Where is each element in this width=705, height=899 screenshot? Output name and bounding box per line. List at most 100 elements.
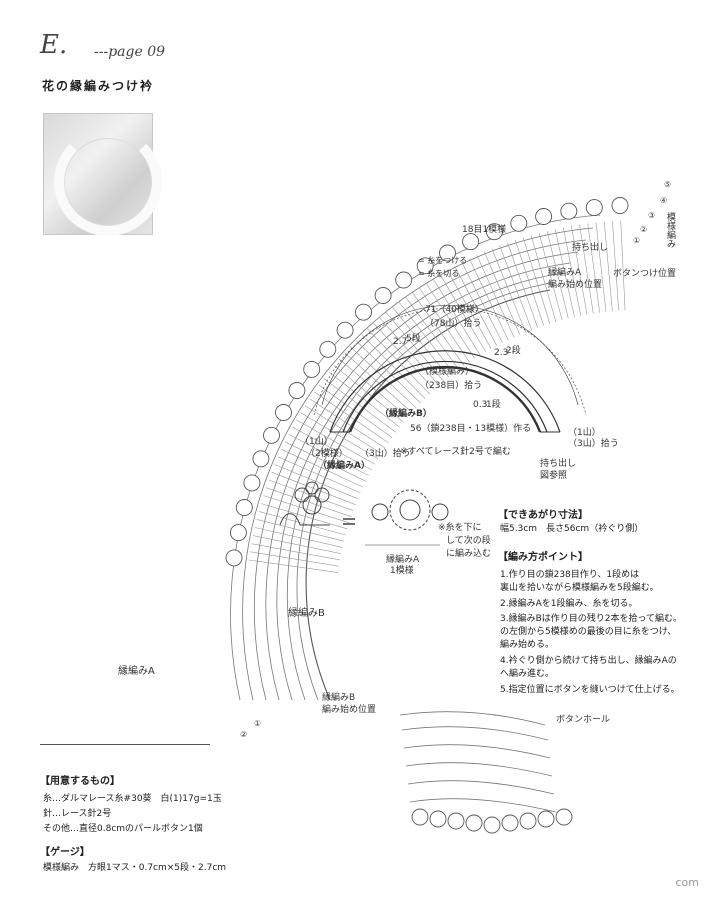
points-line-8: へ編み進む。 bbox=[500, 669, 555, 679]
stitch-tick bbox=[469, 258, 509, 341]
row-2-marker-bottom: ② bbox=[240, 730, 248, 739]
stitch-tick bbox=[461, 262, 503, 343]
stitch-tick bbox=[253, 535, 342, 554]
edging-petal bbox=[243, 474, 261, 492]
schematic-right-dim: 2.3 bbox=[494, 348, 509, 358]
stitch-tick bbox=[333, 365, 404, 423]
section-letter: E. bbox=[40, 30, 68, 60]
pattern-stitch-label: 模様編み bbox=[665, 212, 675, 248]
stitch-tick bbox=[439, 274, 486, 353]
schematic-pickup-top: （78山）拾う bbox=[425, 319, 482, 329]
stitch-tick bbox=[304, 405, 382, 454]
stitch-tick bbox=[367, 328, 430, 395]
page-reference: ---page 09 bbox=[94, 44, 166, 60]
schematic-left-rows: 5段 bbox=[406, 334, 421, 344]
section-divider bbox=[40, 744, 210, 745]
motif-note-1: ※糸を下に bbox=[438, 523, 482, 533]
stitch-tick bbox=[261, 503, 348, 530]
stitch-tick bbox=[563, 227, 582, 316]
stitch-tick bbox=[266, 487, 352, 517]
points-line-5: の左側から5模様めの最後の目に糸をつけ、 bbox=[500, 627, 677, 637]
page-title: 花の縁編みつけ衿 bbox=[42, 79, 155, 93]
edging-petal bbox=[229, 524, 247, 542]
schematic-right-mochidashi: 持ち出し bbox=[540, 459, 577, 469]
stitch-tick bbox=[251, 543, 341, 561]
schematic-edge-b: （縁編みB） bbox=[380, 409, 432, 419]
row-1-marker-bottom: ① bbox=[254, 719, 262, 728]
legend-cut-yarn: = 糸を切る bbox=[418, 269, 460, 278]
buttonhole-label: ボタンホール bbox=[556, 715, 611, 725]
stitch-tick bbox=[522, 237, 551, 324]
points-line-3: 2.縁編みAを1段編み、糸を切る。 bbox=[500, 599, 638, 609]
stitch-tick bbox=[405, 296, 460, 370]
edge-a-start-label-1: 縁編みA bbox=[548, 268, 582, 278]
schematic-right-rows: 2段 bbox=[506, 346, 521, 356]
materials-yarn: 糸…ダルマレース糸#30葵 白(1)17g=1玉 bbox=[43, 794, 222, 804]
stitch-tick bbox=[595, 222, 607, 312]
stitch-tick bbox=[484, 251, 521, 335]
stitch-tick bbox=[379, 317, 440, 386]
row-4-marker: ④ bbox=[660, 196, 668, 205]
stitch-tick bbox=[271, 471, 356, 505]
motif-caption-1: 縁編みA bbox=[386, 555, 420, 565]
stitch-tick bbox=[491, 248, 526, 333]
row-2-marker: ② bbox=[640, 225, 648, 234]
collar-photo bbox=[43, 113, 162, 236]
stitch-tick bbox=[361, 334, 426, 399]
schematic-left-1yama: （1山） bbox=[300, 437, 333, 447]
schematic-small-dim: 0.3 bbox=[473, 400, 488, 410]
schematic-band-pattern: （模様編み） bbox=[420, 367, 475, 377]
stitch-tick bbox=[579, 224, 594, 314]
schematic-right-figref: 図参照 bbox=[540, 471, 568, 481]
stitch-tick bbox=[499, 245, 532, 331]
row-5-marker: ⑤ bbox=[664, 180, 672, 189]
legend-attach-yarn: = 糸をつける bbox=[418, 256, 468, 265]
stitch-tick bbox=[587, 223, 600, 313]
button-position-label: ボタンつけ位置 bbox=[613, 269, 677, 279]
stitch-tick bbox=[546, 231, 569, 319]
stitch-tick bbox=[530, 235, 557, 322]
points-line-9: 5.指定位置にボタンを縫いつけて仕上げる。 bbox=[500, 685, 680, 695]
schematic-right-1yama: （1山） bbox=[568, 428, 601, 438]
schematic-left-3yama: （3山）拾う bbox=[360, 449, 411, 459]
schematic-right-3yama: （3山）拾う bbox=[568, 439, 619, 449]
stitch-tick bbox=[288, 434, 369, 476]
stitch-tick bbox=[274, 464, 359, 500]
edging-petal bbox=[560, 202, 578, 220]
edging-petal bbox=[336, 321, 354, 339]
edging-petal bbox=[319, 340, 337, 358]
row-1-marker: ① bbox=[633, 236, 641, 245]
edging-petal bbox=[355, 303, 372, 321]
stitch-tick bbox=[392, 307, 450, 378]
stitch-tick bbox=[256, 519, 345, 542]
edging-petal bbox=[485, 223, 503, 241]
edge-b-start-label-2: 編み始め位置 bbox=[322, 705, 377, 715]
stitch-tick bbox=[250, 551, 339, 567]
edging-petal bbox=[465, 814, 483, 832]
stitch-tick bbox=[281, 449, 364, 488]
edging-petal bbox=[611, 197, 629, 214]
stitch-tick bbox=[571, 225, 588, 315]
gauge-heading: 【ゲージ】 bbox=[40, 847, 90, 858]
edging-petal bbox=[429, 810, 447, 828]
schematic-left-dim: 2.7 bbox=[393, 337, 408, 347]
stitch-tick bbox=[313, 391, 389, 443]
stitch-tick bbox=[620, 220, 626, 311]
stitch-tick bbox=[432, 278, 481, 356]
edge-a-start-label-2: 編み始め位置 bbox=[548, 280, 603, 290]
edging-petal bbox=[439, 244, 456, 262]
edging-petal bbox=[225, 549, 243, 567]
stitch-tick bbox=[258, 511, 346, 536]
edging-petal bbox=[374, 287, 392, 304]
stitch-tick bbox=[418, 287, 470, 363]
edging-petal bbox=[519, 812, 537, 830]
schematic-total-width: 71（40模様） bbox=[425, 305, 484, 315]
edge-a-label: 縁編みA bbox=[118, 666, 155, 677]
stitch-tick bbox=[292, 426, 372, 471]
edging-petal bbox=[535, 208, 553, 225]
dekiagari-size: 幅5.3cm 長さ56cm（衿ぐり側） bbox=[500, 524, 644, 534]
edging-petal bbox=[235, 499, 253, 516]
stitch-tick bbox=[554, 229, 575, 318]
watermark: com bbox=[675, 876, 700, 889]
